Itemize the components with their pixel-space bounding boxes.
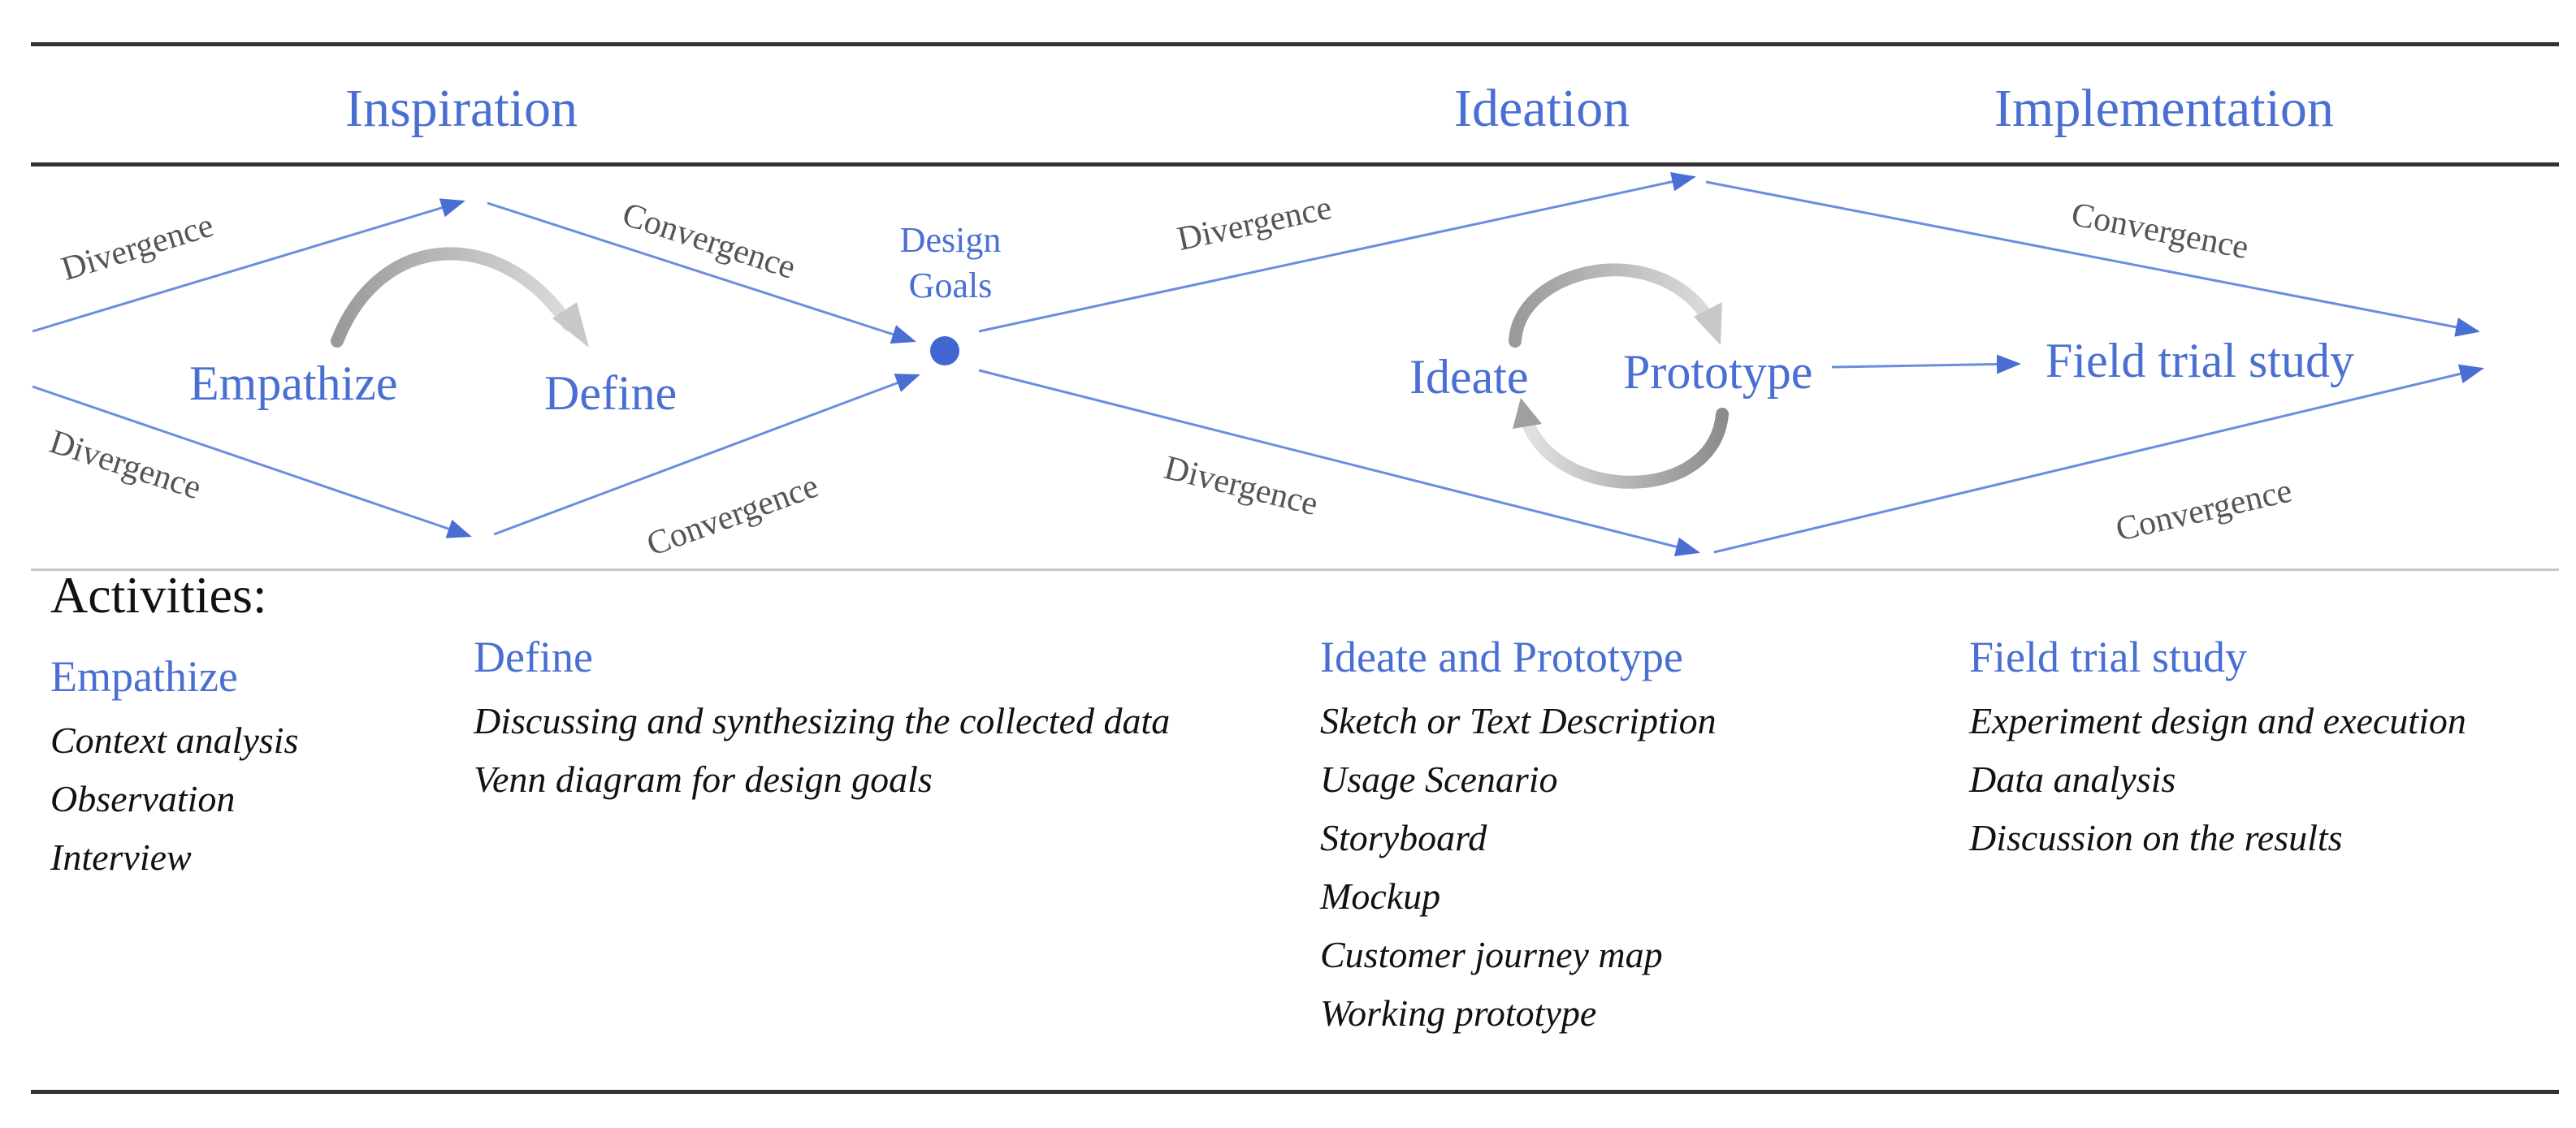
bottom-rule (31, 1090, 2559, 1094)
list-item: Working prototype (1320, 992, 1597, 1034)
field-trial-label: Field trial study (2046, 334, 2354, 387)
define-label: Define (544, 366, 678, 420)
design-goals-label: Design Goals (890, 218, 1011, 309)
prototype-to-field-trial-line (1831, 354, 2021, 374)
list-item: Discussing and synthesizing the collecte… (474, 700, 1171, 741)
phase-implementation: Implementation (1994, 79, 2334, 138)
list-item: Observation (50, 778, 236, 819)
convergence-top-left-line (487, 201, 916, 344)
activity-title-define: Define (474, 633, 593, 681)
empathize-label: Empathize (189, 357, 398, 410)
list-item: Storyboard (1320, 817, 1487, 858)
ideate-prototype-cycle-bottom (1521, 408, 1729, 489)
ideate-label: Ideate (1409, 350, 1529, 404)
list-item: Mockup (1320, 875, 1441, 917)
activity-title-empathize: Empathize (50, 652, 238, 701)
ideate-prototype-cycle-top (1509, 263, 1717, 348)
activities-heading: Activities: (50, 566, 267, 624)
empathize-define-arc (331, 247, 575, 348)
header-rule (31, 162, 2559, 166)
convergence-bottom-right-line (1713, 364, 2484, 554)
list-item: Customer journey map (1320, 934, 1663, 975)
design-goals-line1: Design (899, 220, 1002, 260)
list-item: Context analysis (50, 720, 299, 761)
list-item: Sketch or Text Description (1320, 700, 1717, 741)
list-item: Data analysis (1969, 758, 2176, 800)
list-item: Interview (50, 836, 192, 878)
activity-title-ideate-prototype: Ideate and Prototype (1320, 633, 1683, 681)
divergence-bottom-right-line (978, 369, 1700, 557)
design-goals-line2: Goals (908, 266, 993, 305)
activity-list-field-trial: Experiment design and execution Data ana… (1969, 692, 2466, 867)
activity-list-ideate-prototype: Sketch or Text Description Usage Scenari… (1320, 692, 1717, 1043)
top-rule (31, 42, 2559, 46)
divergence-bottom-left-line (32, 385, 472, 538)
list-item: Venn diagram for design goals (474, 758, 933, 800)
divergence-top-left-line (32, 198, 465, 333)
activity-list-define: Discussing and synthesizing the collecte… (474, 692, 1170, 809)
activity-list-empathize: Context analysis Observation Interview (50, 711, 298, 887)
phase-inspiration: Inspiration (345, 79, 578, 138)
prototype-label: Prototype (1623, 345, 1813, 399)
convergence-bottom-left-line (493, 374, 920, 536)
list-item: Usage Scenario (1320, 758, 1558, 800)
list-item: Discussion on the results (1969, 817, 2343, 858)
activity-title-field-trial: Field trial study (1969, 633, 2247, 681)
design-goals-node (930, 336, 959, 365)
list-item: Experiment design and execution (1969, 700, 2466, 741)
convergence-top-right-line (1705, 180, 2480, 337)
phase-ideation: Ideation (1454, 79, 1630, 138)
divergence-top-right-line (978, 171, 1696, 333)
activities-divider (31, 568, 2559, 571)
